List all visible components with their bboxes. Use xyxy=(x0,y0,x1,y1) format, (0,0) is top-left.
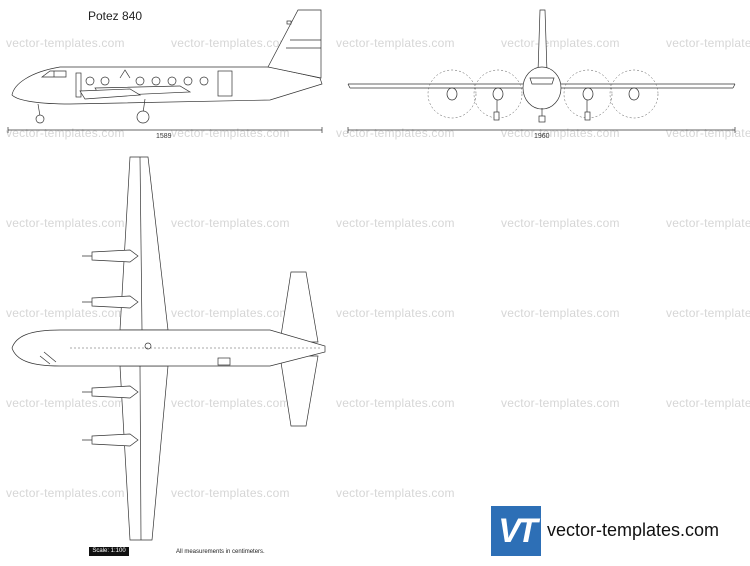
brand-site-text: vector-templates.com xyxy=(547,520,720,540)
scale-badge: Scale: 1:100 xyxy=(89,547,129,556)
side-length-dimension: 1589 xyxy=(156,133,172,140)
measurements-note: All measurements in centimeters. xyxy=(176,549,265,555)
side-view xyxy=(7,9,323,133)
front-view xyxy=(347,9,736,133)
vt-logo-icon: VT xyxy=(491,506,541,556)
top-view xyxy=(11,156,326,541)
front-span-dimension: 1960 xyxy=(534,133,550,140)
brand-logo[interactable]: VT vector-templates.com xyxy=(491,506,741,558)
drawing-title: Potez 840 xyxy=(88,9,143,23)
